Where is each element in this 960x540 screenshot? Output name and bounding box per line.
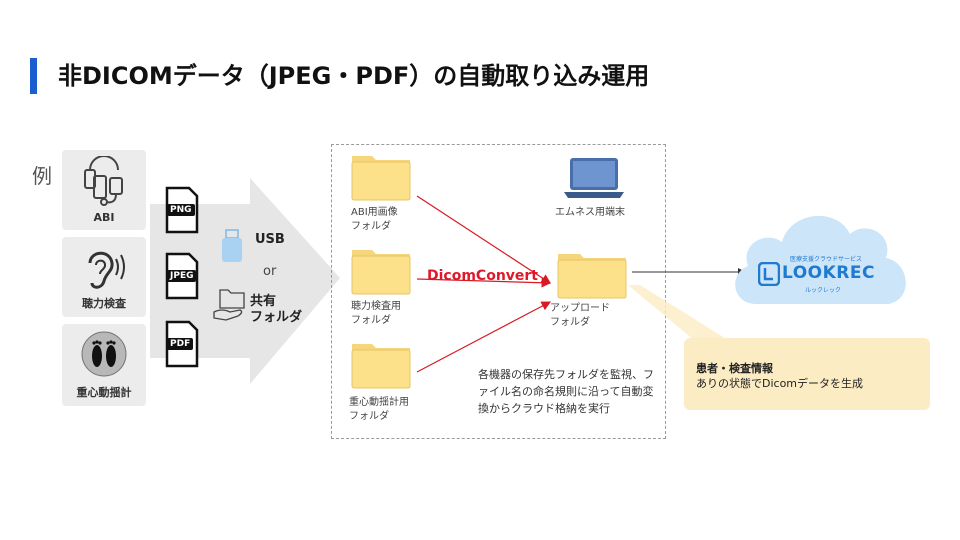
info-callout: 患者・検査情報 ありの状態でDicomデータを生成 [684, 338, 930, 410]
shared-folder-label-1: 共有 [250, 294, 277, 309]
lookrec-logo-icon [758, 262, 780, 286]
upload-folder-label: アップロード [550, 303, 610, 314]
or-label: or [263, 264, 277, 279]
device-balance: 重心動揺計 [62, 324, 146, 406]
device-hearing: 聴力検査 [62, 237, 146, 317]
cloud-tagline: 医療支援クラウドサービス [790, 256, 863, 263]
cloud-reading: ルックレック [805, 287, 842, 294]
folder-label: ABI用画像 [351, 207, 398, 218]
footprints-icon [81, 331, 127, 377]
upload-folder-icon [557, 254, 627, 299]
file-png-icon: PNG [165, 186, 199, 234]
flow-arrow-balance [416, 301, 552, 373]
terminal-label: エムネス用端末 [555, 207, 625, 218]
folder-label: 聴力検査用 [351, 301, 401, 312]
folder-label: フォルダ [351, 315, 391, 326]
folder-label: フォルダ [349, 411, 389, 422]
device-label: 重心動揺計 [76, 386, 132, 399]
shared-folder-icon [213, 289, 245, 321]
monitoring-area [331, 144, 666, 439]
callout-line-2: ありの状態でDicomデータを生成 [696, 377, 864, 390]
file-type-label: PNG [167, 204, 195, 216]
callout-line-1: 患者・検査情報 [696, 362, 773, 375]
folder-icon-balance [351, 344, 411, 389]
file-type-label: PDF [167, 338, 194, 350]
abi-device-icon [84, 156, 123, 206]
folder-icon-hearing [351, 250, 411, 295]
file-pdf-icon: PDF [165, 320, 199, 368]
usb-icon [222, 229, 242, 262]
upload-folder-label: フォルダ [550, 317, 590, 328]
file-jpeg-icon: JPEG [165, 252, 199, 300]
file-type-label: JPEG [167, 270, 197, 282]
flow-arrow-abi [416, 195, 552, 284]
example-label: 例 [32, 164, 52, 188]
lookrec-brand: LOOKREC [782, 263, 875, 283]
folder-label: フォルダ [351, 221, 391, 232]
device-label: ABI [93, 211, 115, 224]
usb-label: USB [255, 232, 285, 247]
device-label: 聴力検査 [82, 297, 126, 310]
folder-label: 重心動揺計用 [349, 397, 409, 408]
dicomconvert-label: DicomConvert [427, 268, 539, 284]
flow-arrow-hearing [416, 277, 552, 288]
folder-icon-abi [351, 156, 411, 201]
laptop-icon [564, 158, 624, 198]
shared-folder-label-2: フォルダ [250, 310, 303, 325]
process-note: 各機器の保存先フォルダを監視、ファイル名の命名規則に沿って自動変換からクラウド格… [478, 368, 654, 415]
ear-icon [88, 251, 125, 289]
page-title: 非DICOMデータ（JPEG・PDF）の自動取り込み運用 [58, 62, 650, 90]
device-abi: ABI [62, 150, 146, 230]
title-accent-bar [30, 58, 37, 94]
